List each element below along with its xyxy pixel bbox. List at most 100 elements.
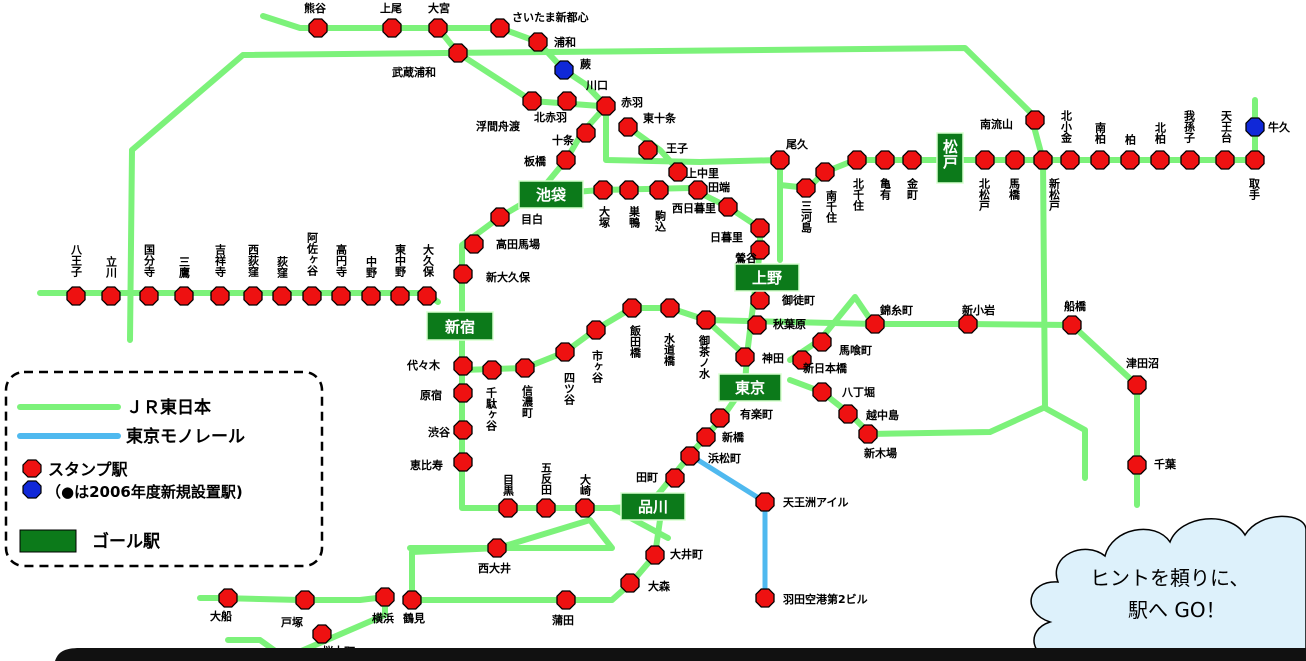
- station-akihabara[interactable]: [747, 315, 767, 335]
- station-shimbashi[interactable]: [696, 427, 716, 447]
- station-sendagaya[interactable]: [482, 360, 502, 380]
- station-haneda[interactable]: [755, 588, 775, 608]
- station-ofuna[interactable]: [218, 588, 238, 608]
- station-nishi-oi[interactable]: [487, 538, 507, 558]
- station-shin-koiwa[interactable]: [958, 314, 978, 334]
- station-omori[interactable]: [620, 573, 640, 593]
- goal-ueno[interactable]: 上野: [734, 263, 800, 292]
- station-harajuku[interactable]: [453, 383, 473, 403]
- station-higashi-nakano[interactable]: [390, 286, 410, 306]
- station-kashiwa[interactable]: [1120, 150, 1140, 170]
- station-asagaya[interactable]: [302, 286, 322, 306]
- station-mabashi[interactable]: [1005, 150, 1025, 170]
- station-yoyogi[interactable]: [453, 356, 473, 376]
- station-kameari[interactable]: [875, 150, 895, 170]
- station-abiko[interactable]: [1180, 150, 1200, 170]
- station-kita-kogane[interactable]: [1060, 150, 1080, 170]
- station-oimachi[interactable]: [645, 545, 665, 565]
- goal-ikebukuro[interactable]: 池袋: [518, 180, 584, 209]
- station-shinanomachi[interactable]: [515, 358, 535, 378]
- station-suidobashi[interactable]: [660, 298, 680, 318]
- goal-tokyo[interactable]: 東京: [718, 373, 782, 402]
- station-chiba[interactable]: [1127, 455, 1147, 475]
- station-yurakucho[interactable]: [710, 408, 730, 428]
- station-itabashi[interactable]: [556, 150, 576, 170]
- station-sakuragicho[interactable]: [312, 624, 332, 644]
- station-tabata[interactable]: [688, 180, 708, 200]
- station-tennodai[interactable]: [1215, 150, 1235, 170]
- station-ebisu[interactable]: [453, 452, 473, 472]
- station-minami-senju[interactable]: [815, 162, 835, 182]
- station-hatchobori[interactable]: [812, 382, 832, 402]
- station-minami-kashiwa[interactable]: [1090, 150, 1110, 170]
- station-tamachi[interactable]: [665, 468, 685, 488]
- station-shibuya[interactable]: [453, 420, 473, 440]
- station-toride[interactable]: [1245, 150, 1265, 170]
- station-jujo[interactable]: [576, 123, 596, 143]
- station-sugamo[interactable]: [619, 180, 639, 200]
- station-nishi-ogikubo[interactable]: [243, 286, 263, 306]
- station-etchujima[interactable]: [838, 404, 858, 424]
- station-omiya[interactable]: [428, 18, 448, 38]
- station-musashi-urawa[interactable]: [448, 43, 468, 63]
- station-hamamatsucho[interactable]: [680, 446, 700, 466]
- station-shin-okubo[interactable]: [453, 264, 473, 284]
- station-totsuka[interactable]: [295, 590, 315, 610]
- station-iidabashi[interactable]: [622, 298, 642, 318]
- station-funabashi[interactable]: [1062, 315, 1082, 335]
- station-saitama-shintoshin[interactable]: [490, 18, 510, 38]
- station-nakano[interactable]: [361, 286, 381, 306]
- station-kita-matsudo[interactable]: [975, 150, 995, 170]
- station-ochanomizu[interactable]: [696, 310, 716, 330]
- station-otsuka[interactable]: [593, 180, 613, 200]
- station-takadanobaba[interactable]: [464, 234, 484, 254]
- station-kita-kashiwa[interactable]: [1150, 150, 1170, 170]
- station-hachioji[interactable]: [66, 286, 86, 306]
- station-yotsuya[interactable]: [555, 342, 575, 362]
- station-mitaka[interactable]: [174, 286, 194, 306]
- station-osaki[interactable]: [575, 498, 595, 518]
- station-kawaguchi[interactable]: [557, 91, 577, 111]
- station-kumagaya[interactable]: [308, 18, 328, 38]
- station-nishi-nippori[interactable]: [718, 197, 738, 217]
- station-higashi-jujo[interactable]: [618, 117, 638, 137]
- station-koenji[interactable]: [331, 286, 351, 306]
- station-ageo[interactable]: [382, 18, 402, 38]
- station-kita-senju[interactable]: [847, 150, 867, 170]
- station-nippori[interactable]: [750, 218, 770, 238]
- station-komagome[interactable]: [649, 180, 669, 200]
- station-tachikawa[interactable]: [101, 286, 121, 306]
- station-mikawashima[interactable]: [796, 178, 816, 198]
- station-okubo[interactable]: [417, 286, 437, 306]
- station-ushiku[interactable]: [1245, 117, 1265, 137]
- station-warabi[interactable]: [554, 60, 574, 80]
- station-kita-akabane[interactable]: [522, 91, 542, 111]
- station-kanamachi[interactable]: [902, 150, 922, 170]
- station-meguro[interactable]: [498, 498, 518, 518]
- station-okachimachi[interactable]: [750, 290, 770, 310]
- station-minami-nagareyama[interactable]: [1025, 110, 1045, 130]
- station-tsurumi[interactable]: [402, 590, 422, 610]
- station-akabane[interactable]: [596, 96, 616, 116]
- station-kokubunji[interactable]: [139, 286, 159, 306]
- station-kamata[interactable]: [556, 590, 576, 610]
- station-ichigaya[interactable]: [586, 320, 606, 340]
- station-bakurocho[interactable]: [812, 332, 832, 352]
- station-mejiro[interactable]: [490, 207, 510, 227]
- goal-matsudo[interactable]: 松戸: [936, 132, 964, 184]
- station-yokohama[interactable]: [375, 587, 395, 607]
- station-ogikubo[interactable]: [272, 286, 292, 306]
- station-tennozu[interactable]: [755, 492, 775, 512]
- station-oku[interactable]: [770, 150, 790, 170]
- station-kanda[interactable]: [735, 347, 755, 367]
- station-oji[interactable]: [638, 140, 658, 160]
- station-kami-nakazato[interactable]: [668, 162, 688, 182]
- station-shin-nihombashi[interactable]: [792, 350, 812, 370]
- station-kichijoji[interactable]: [210, 286, 230, 306]
- station-shin-matsudo[interactable]: [1033, 150, 1053, 170]
- station-shinkiba[interactable]: [858, 424, 878, 444]
- station-kinshicho[interactable]: [865, 314, 885, 334]
- station-gotanda[interactable]: [536, 498, 556, 518]
- station-urawa[interactable]: [528, 32, 548, 52]
- station-tsudanuma[interactable]: [1127, 375, 1147, 395]
